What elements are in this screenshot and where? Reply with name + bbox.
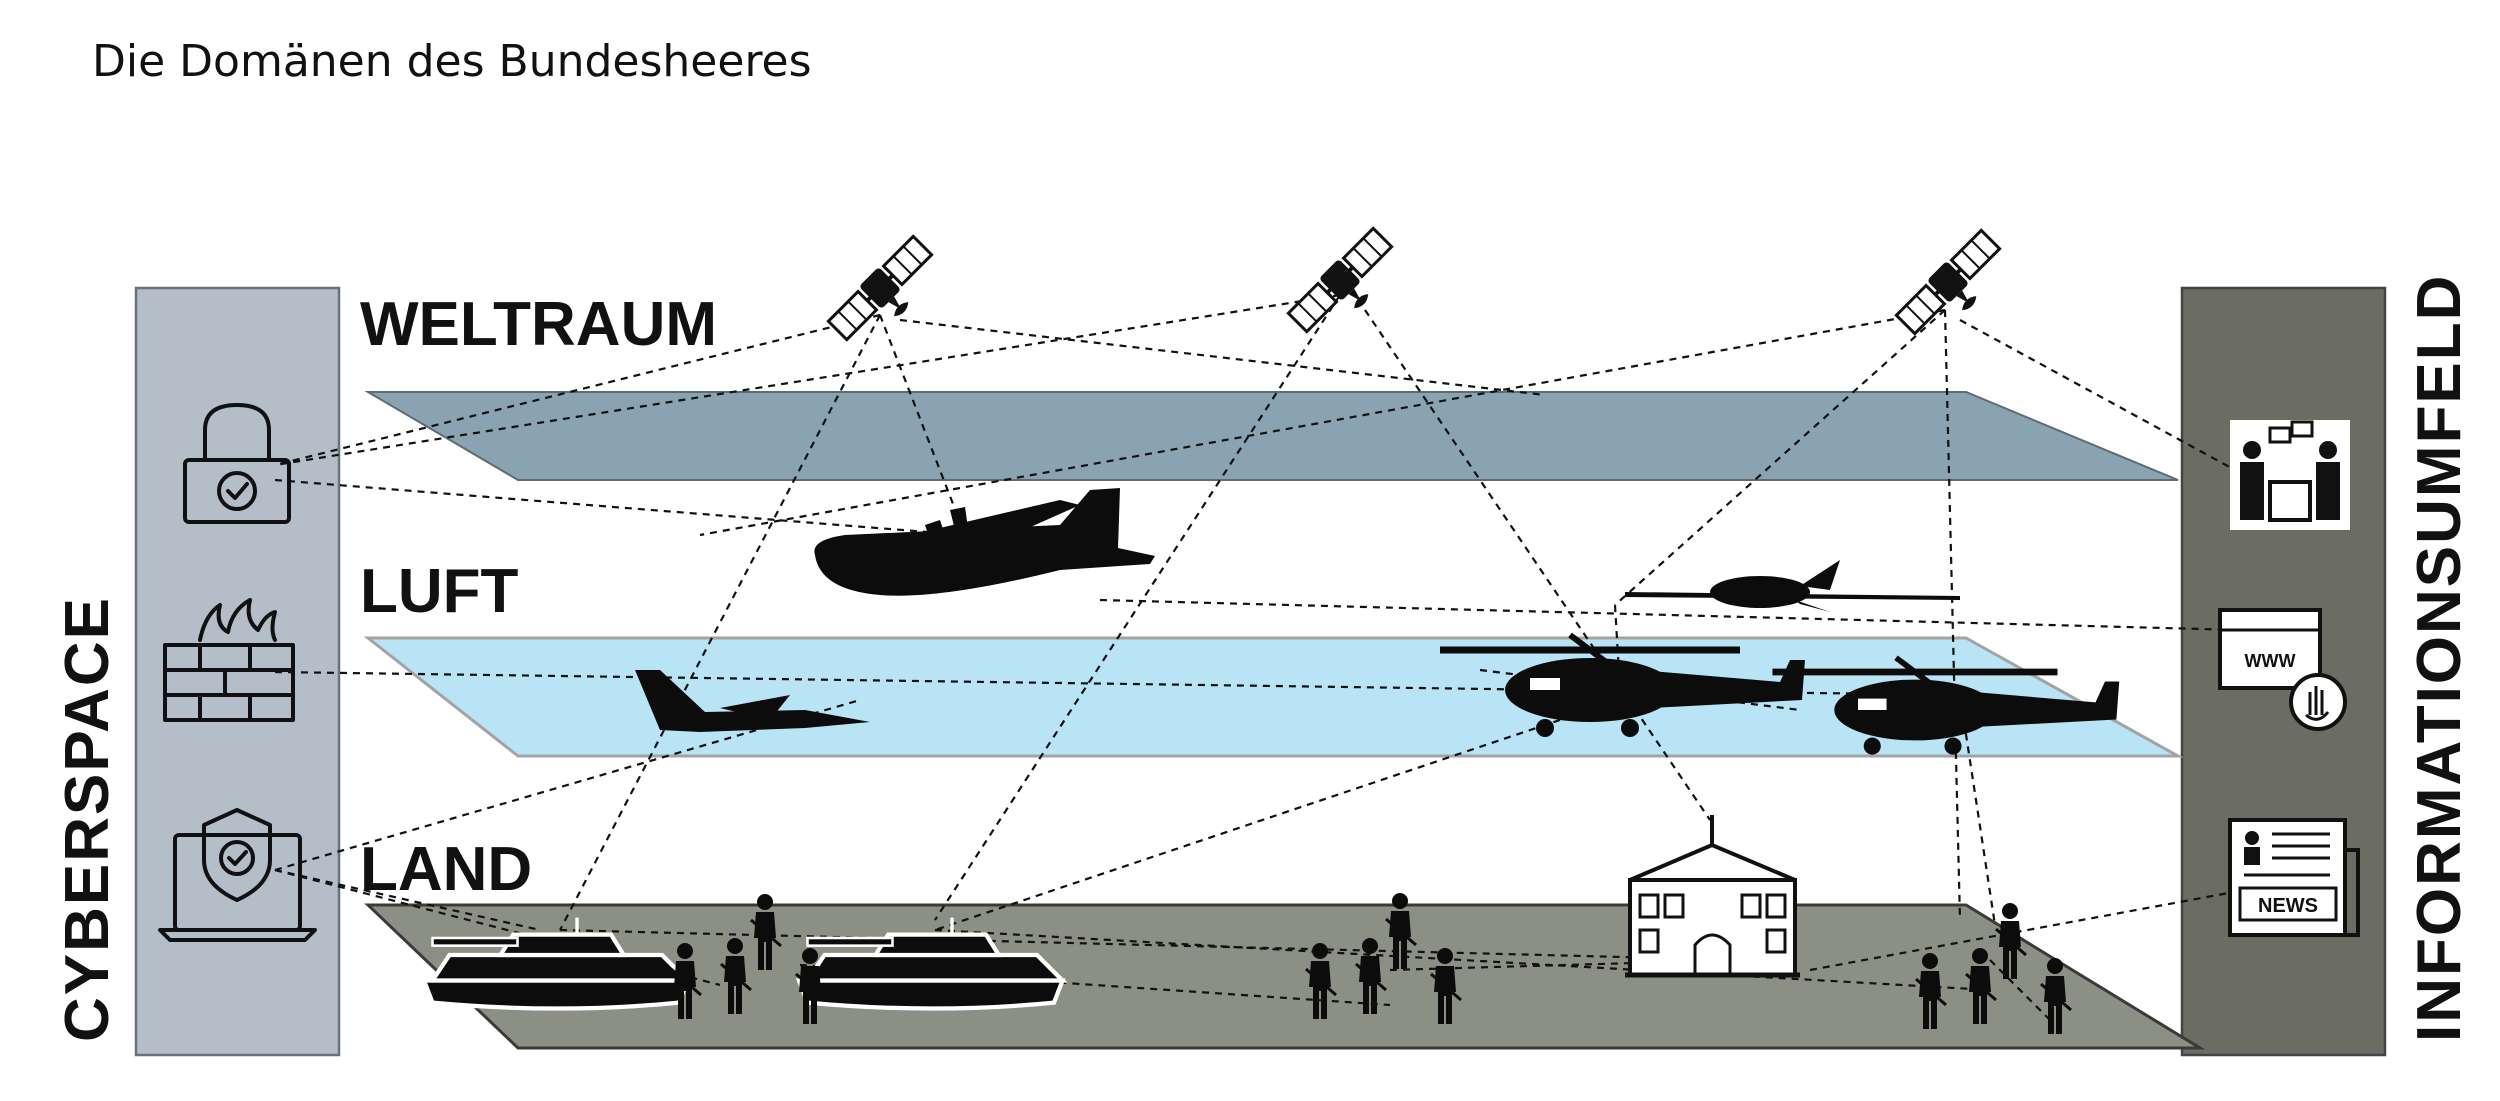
- label-luft: LUFT: [360, 557, 519, 626]
- meeting-icon: [2230, 420, 2350, 530]
- www-text: WWW: [2245, 651, 2296, 671]
- fighter-jet-icon: [635, 670, 870, 732]
- padlock-check-icon: [183, 403, 291, 524]
- label-land: LAND: [360, 835, 532, 904]
- satellite-icon-1: [826, 234, 946, 354]
- firewall-icon: [163, 598, 295, 722]
- space-layer: [364, 391, 2179, 481]
- news-text: NEWS: [2258, 895, 2318, 917]
- label-weltraum: WELTRAUM: [360, 290, 717, 359]
- browser-hand-icon: WWW: [2218, 608, 2347, 731]
- newspaper-icon: NEWS: [2228, 818, 2360, 937]
- label-cyberspace: CYBERSPACE: [53, 596, 122, 1042]
- satellite-icon-3: [1894, 228, 2014, 348]
- government-building-icon: [1625, 815, 1800, 978]
- laptop-shield-icon: [158, 808, 317, 942]
- transport-aircraft-icon: [814, 488, 1155, 596]
- satellite-icon-2: [1286, 226, 1406, 346]
- diagram-title: Die Domänen des Bundesheeres: [92, 36, 812, 87]
- label-informationsumfeld: INFORMATIONSUMFELD: [2405, 274, 2474, 1042]
- drone-icon: [1625, 560, 1960, 612]
